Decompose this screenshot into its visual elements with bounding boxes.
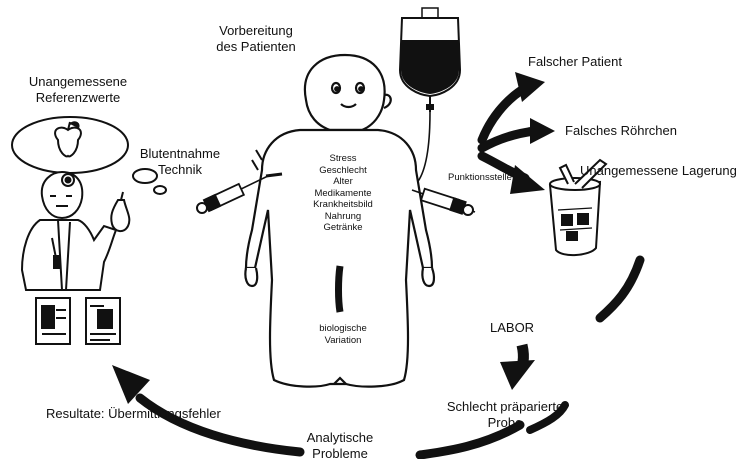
- label-vorbereitung-line2: des Patienten: [196, 39, 316, 55]
- arrow-head-falscher-patient: [515, 72, 545, 102]
- body-factor-item: Medikamente: [288, 188, 398, 200]
- labor-arrow-head: [500, 360, 535, 390]
- label-blutentnahme-line1: Blutentnahme: [120, 146, 240, 162]
- label-biologische-variation: biologische Variation: [298, 323, 388, 346]
- label-referenzwerte-line1: Unangemessene: [8, 74, 148, 90]
- body-factor-item: Stress: [288, 153, 398, 165]
- tourniquet-icon: [252, 150, 262, 170]
- label-blutentnahme: Blutentnahme Technik: [120, 146, 240, 178]
- label-biologische-line2: Variation: [298, 335, 388, 347]
- body-factor-item: Alter: [288, 176, 398, 188]
- label-falsches-roehrchen: Falsches Röhrchen: [565, 123, 677, 139]
- arrow-head-falsches-roehrchen: [530, 118, 555, 144]
- label-schlecht-line1: Schlecht präparierte: [430, 399, 580, 415]
- label-labor: LABOR: [490, 320, 534, 336]
- label-referenzwerte: Unangemessene Referenzwerte: [8, 74, 148, 106]
- label-schlecht-praepariert: Schlecht präparierte Probe: [430, 399, 580, 431]
- body-factor-list: Stress Geschlecht Alter Medikamente Kran…: [288, 153, 398, 234]
- label-falscher-patient: Falscher Patient: [528, 54, 622, 70]
- label-analytische-probleme: Analytische Probleme: [280, 430, 400, 462]
- label-lagerung: Unangemessene Lagerung: [580, 163, 737, 179]
- label-vorbereitung: Vorbereitung des Patienten: [196, 23, 316, 55]
- doctor-figure: [22, 172, 129, 290]
- label-vorbereitung-line1: Vorbereitung: [196, 23, 316, 39]
- label-analytische-line1: Analytische: [280, 430, 400, 446]
- label-blutentnahme-line2: Technik: [120, 162, 240, 178]
- arrow-falsches-roehrchen: [482, 131, 535, 148]
- body-factor-item: Geschlecht: [288, 165, 398, 177]
- label-schlecht-line2: Probe: [430, 415, 580, 431]
- report-documents-icon: [36, 298, 120, 344]
- body-factor-item: Nahrung: [288, 211, 398, 223]
- cycle-arrow-right-upper: [600, 260, 640, 318]
- body-factor-item: Krankheitsbild: [288, 199, 398, 211]
- label-analytische-line2: Probleme: [280, 446, 400, 462]
- label-resultate: Resultate: Übermittlungsfehler: [46, 406, 221, 422]
- arrow-head-lagerung: [510, 165, 545, 194]
- body-factor-item: Getränke: [288, 222, 398, 234]
- label-biologische-line1: biologische: [298, 323, 388, 335]
- label-punktionsstelle: Punktionsstelle: [448, 172, 512, 184]
- label-referenzwerte-line2: Referenzwerte: [8, 90, 148, 106]
